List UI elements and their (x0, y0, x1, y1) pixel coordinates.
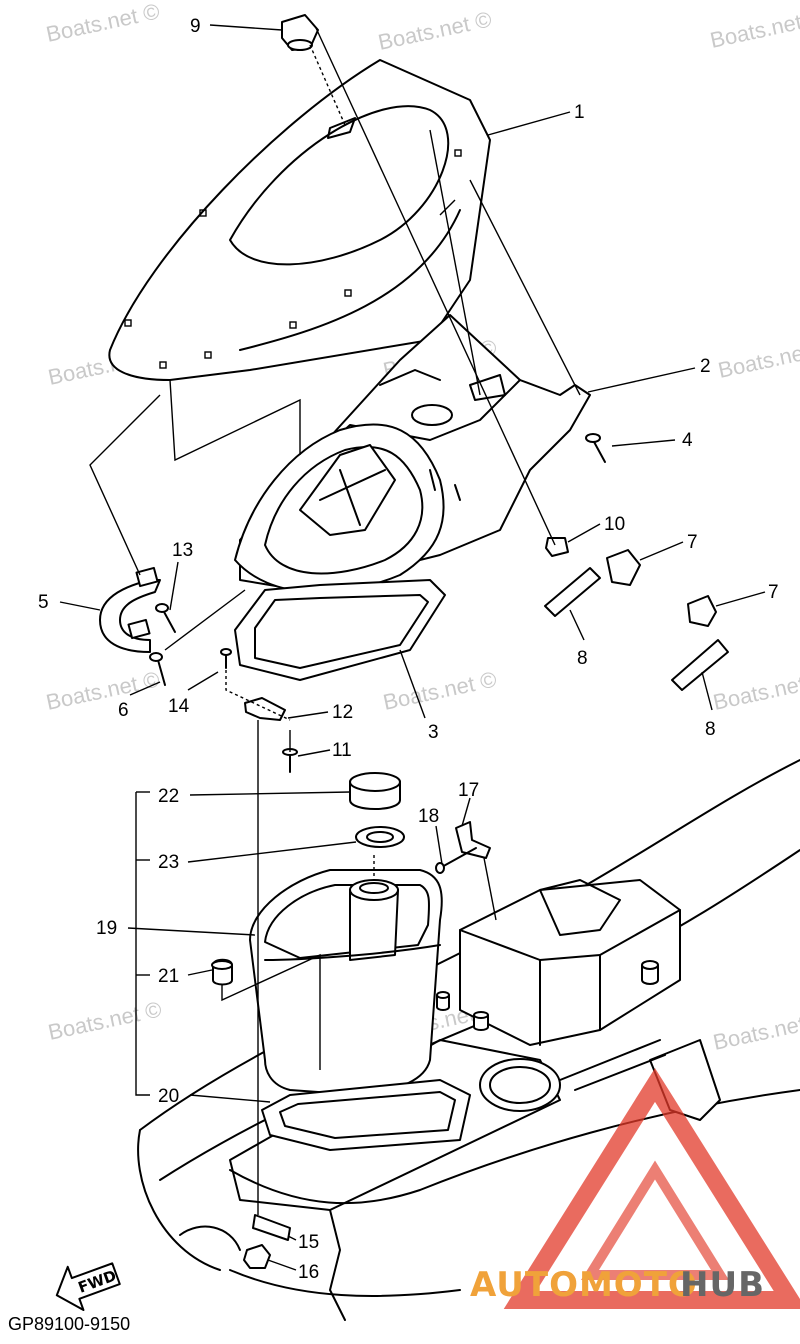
callout-2: 2 (700, 356, 711, 377)
callout-22: 22 (158, 786, 179, 807)
part-3-gasket (234, 579, 446, 681)
part-19-bucket (249, 869, 443, 1096)
watermark: Boats.net © (44, 666, 162, 714)
brand-name-part1: AUTOMOTO (470, 1265, 698, 1305)
callout-20: 20 (158, 1086, 179, 1107)
callout-1: 1 (574, 102, 585, 123)
callout-4: 4 (682, 430, 693, 451)
callout-8: 8 (577, 648, 588, 669)
brand-name-part2: HUB (680, 1265, 765, 1305)
part-code: GP89100-9150 (8, 1314, 130, 1334)
watermark: Boats.net © (711, 666, 800, 714)
callout-5: 5 (38, 592, 49, 613)
part-20-gasket (261, 1079, 471, 1151)
callout-12: 12 (332, 702, 353, 723)
callout-10: 10 (604, 514, 625, 535)
callout-16: 16 (298, 1262, 319, 1283)
callout-19: 19 (96, 918, 117, 939)
watermark: Boats.net © (381, 666, 499, 714)
callout-14: 14 (168, 696, 190, 717)
callout-17: 17 (458, 780, 479, 801)
callout-8: 8 (705, 719, 716, 740)
callout-13: 13 (172, 540, 193, 561)
watermark: Boats.net © (711, 1006, 800, 1054)
callout-7: 7 (687, 532, 698, 553)
callout-labels: 9 1 2 4 10 7 7 8 8 3 5 6 13 14 12 11 22 … (38, 16, 779, 1283)
watermark: Boats.net © (708, 4, 800, 52)
callout-21: 21 (158, 966, 179, 987)
hardware (149, 14, 729, 1269)
brand-logo: AUTOMOTO HUB (470, 1068, 800, 1309)
callout-3: 3 (428, 722, 439, 743)
callout-23: 23 (158, 852, 179, 873)
callout-18: 18 (418, 806, 439, 827)
callout-6: 6 (118, 700, 129, 721)
watermark: Boats.net © (716, 334, 800, 382)
fwd-arrow-icon: FWD (55, 1262, 121, 1312)
watermark: Boats.net © (44, 0, 162, 47)
part-5-strap (99, 566, 161, 653)
watermark: Boats.net © (376, 6, 494, 54)
callout-7: 7 (768, 582, 779, 603)
watermark: Boats.net © (46, 996, 164, 1044)
callout-11: 11 (332, 740, 352, 761)
leader-lines (59, 24, 766, 1271)
callout-15: 15 (298, 1232, 319, 1253)
callout-9: 9 (190, 16, 201, 37)
part-1-cover (108, 59, 491, 381)
